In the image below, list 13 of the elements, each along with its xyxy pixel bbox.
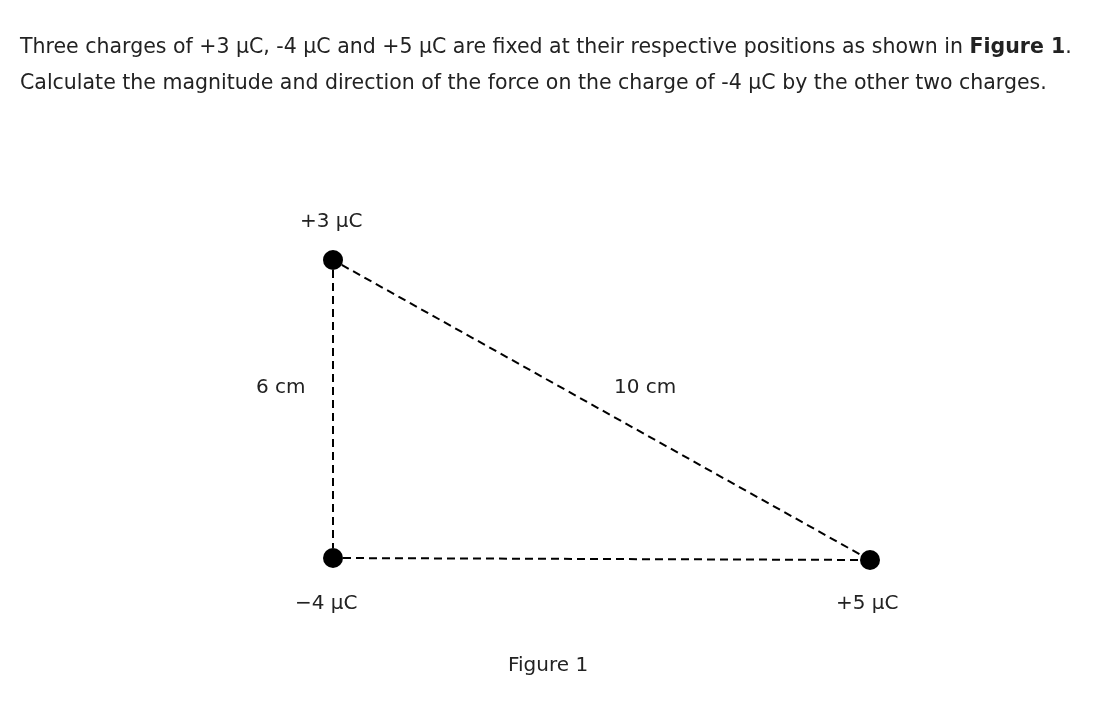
distance-label: 6 cm — [256, 374, 306, 398]
charge-label: +3 μC — [300, 208, 363, 232]
point-charge — [860, 550, 880, 570]
dashed-line — [332, 269, 334, 549]
figure-caption: Figure 1 — [508, 652, 589, 676]
distance-label: 10 cm — [614, 374, 677, 398]
point-charge — [323, 250, 343, 270]
dashed-line — [340, 263, 863, 557]
point-charge — [323, 548, 343, 568]
question-text: Three charges of +3 μC, -4 μC and +5 μC are fixed at their respective positions as shown in Figure 1. Calculate the magnitude and direction of the force on the charge of -4 μC by the other two charges. — [20, 33, 1073, 96]
charge-label: −4 μC — [295, 590, 358, 614]
dashed-line — [342, 557, 861, 561]
charge-label: +5 μC — [836, 590, 899, 614]
